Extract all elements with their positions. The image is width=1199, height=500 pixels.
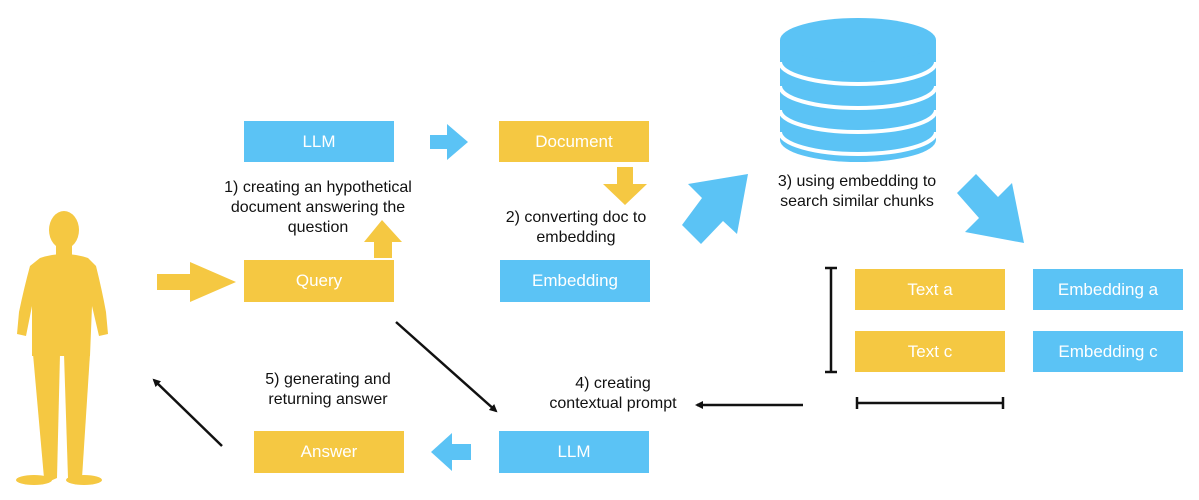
horizontal-bracket [855, 397, 1005, 409]
step5-label: 5) generating and returning answer [265, 371, 391, 408]
vertical-bracket [825, 266, 837, 374]
arrow-person-to-query [157, 262, 236, 302]
person-silhouette-icon [16, 211, 108, 485]
arrow-query-to-step1 [364, 220, 402, 258]
llm-box-top: LLM [244, 121, 394, 162]
arrow-llm-to-answer [431, 433, 471, 471]
text-c-box: Text c [855, 331, 1005, 372]
arrow-database-to-chunks [957, 174, 1024, 243]
document-box: Document [499, 121, 649, 162]
embedding-a-box: Embedding a [1033, 269, 1183, 310]
arrow-document-to-step2 [603, 167, 647, 205]
text-a-box: Text a [855, 269, 1005, 310]
arrow-query-to-llm [395, 321, 498, 413]
step1-label: 1) creating an hypothetical document ans… [224, 179, 412, 236]
answer-box: Answer [254, 431, 404, 473]
arrow-answer-to-person [152, 378, 223, 447]
llm-box-bottom: LLM [499, 431, 649, 473]
step3-label: 3) using embedding to search similar chu… [777, 173, 937, 210]
database-icon [778, 18, 938, 162]
embedding-box: Embedding [500, 260, 650, 302]
step2-label: 2) converting doc to embedding [505, 209, 647, 246]
query-box: Query [244, 260, 394, 302]
embedding-c-box: Embedding c [1033, 331, 1183, 372]
arrow-llm-to-document [430, 124, 468, 160]
step4-label: 4) creating contextual prompt [549, 375, 677, 412]
arrow-to-database [682, 174, 748, 244]
